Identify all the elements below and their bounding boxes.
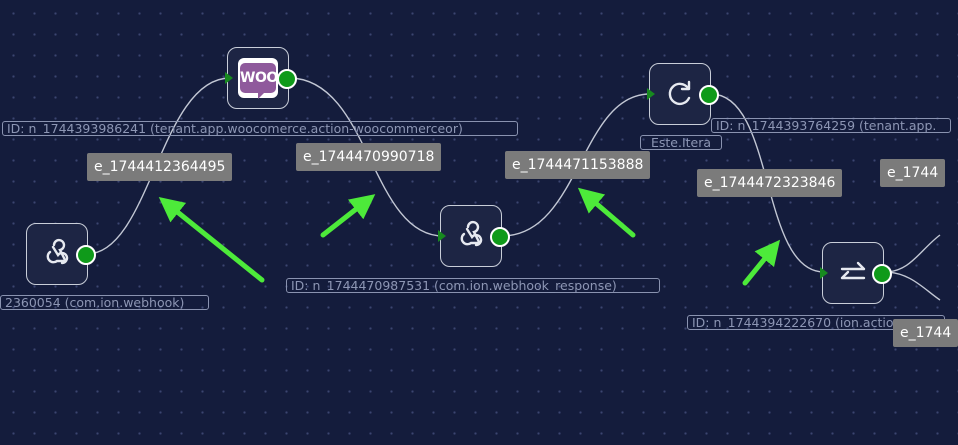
input-port[interactable] [820,267,828,279]
node-webhook-response[interactable] [438,205,510,267]
edge-label[interactable]: e_1744471153888 [505,151,651,179]
output-port[interactable] [490,227,510,247]
input-port[interactable] [225,72,233,84]
output-port[interactable] [699,85,719,105]
edge-line-6 [884,271,941,301]
woocommerce-icon: WOO [238,58,278,99]
woocommerce-icon-text: WOO [240,63,278,99]
swap-arrows-icon [835,255,871,291]
webhook-icon [39,236,75,272]
edge-label[interactable]: e_1744 [880,159,946,187]
output-port[interactable] [872,264,892,284]
node-woocommerce[interactable]: WOO [225,47,297,109]
output-port[interactable] [277,69,297,89]
node-id-label: ID: n_1744470987531 (com.ion.webhook_res… [286,278,660,293]
input-port[interactable] [438,230,446,242]
node-swap[interactable] [820,242,892,304]
node-id-label: 2360054 (com.ion.webhook) [0,295,209,310]
output-port[interactable] [76,245,96,265]
node-id-label: ID: n_1744393986241 (tenant.app.woocomer… [2,121,518,136]
node-id-label: ID: n_1744393764259 (tenant.app. [711,118,951,133]
edge-label[interactable]: e_1744470990718 [296,143,442,171]
edge-label[interactable]: e_1744 [893,319,958,347]
edge-line-5 [884,234,941,273]
edge-label[interactable]: e_1744472323846 [697,169,843,197]
node-iterator[interactable] [647,63,719,125]
node-name-label: Este.Itera [640,135,722,150]
webhook-icon [453,218,489,254]
node-webhook[interactable] [26,223,96,285]
loop-icon [662,76,698,112]
edge-label[interactable]: e_1744412364495 [87,153,233,181]
input-port[interactable] [647,88,655,100]
